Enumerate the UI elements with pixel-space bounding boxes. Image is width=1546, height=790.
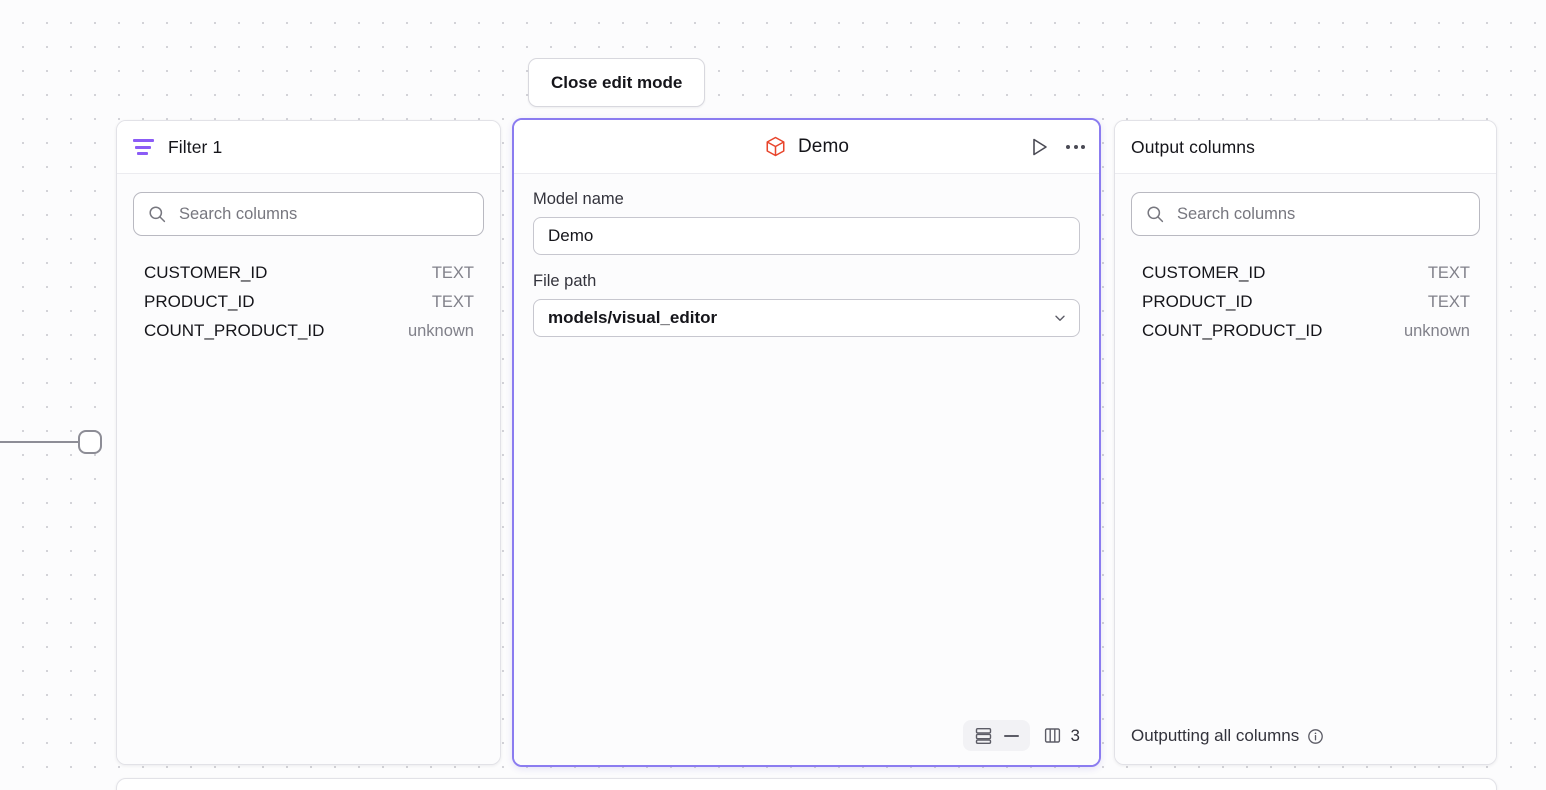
- filter-node-body: CUSTOMER_ID TEXT PRODUCT_ID TEXT COUNT_P…: [117, 174, 500, 764]
- divider: [1115, 173, 1496, 174]
- filter-column-list: CUSTOMER_ID TEXT PRODUCT_ID TEXT COUNT_P…: [133, 258, 484, 345]
- divider: [514, 173, 1099, 174]
- demo-model-node[interactable]: Demo Model name File path models/visual_…: [512, 118, 1101, 767]
- info-icon[interactable]: [1307, 728, 1324, 745]
- file-path-select[interactable]: models/visual_editor: [533, 299, 1080, 337]
- list-item[interactable]: CUSTOMER_ID TEXT: [133, 258, 484, 287]
- model-name-label: Model name: [533, 190, 624, 208]
- columns-count: 3: [1070, 725, 1080, 745]
- output-node-title: Output columns: [1131, 136, 1255, 157]
- output-column-list: CUSTOMER_ID TEXT PRODUCT_ID TEXT COUNT_P…: [1131, 258, 1480, 345]
- filter-search-wrap: [133, 192, 484, 236]
- model-name-input[interactable]: [533, 217, 1080, 255]
- rows-icon[interactable]: [974, 726, 993, 745]
- rows-value-minus-icon: [1003, 734, 1019, 737]
- play-icon[interactable]: [1028, 136, 1050, 158]
- column-name: COUNT_PRODUCT_ID: [144, 320, 325, 340]
- close-edit-mode-label: Close edit mode: [551, 72, 683, 92]
- file-path-select-wrap: models/visual_editor: [533, 299, 1080, 337]
- flow-edge: [0, 441, 82, 443]
- column-type: TEXT: [431, 263, 474, 282]
- columns-icon[interactable]: [1043, 726, 1062, 745]
- output-footer-label: Outputting all columns: [1131, 726, 1300, 745]
- list-item[interactable]: PRODUCT_ID TEXT: [133, 287, 484, 316]
- file-path-label: File path: [533, 272, 597, 290]
- list-item[interactable]: COUNT_PRODUCT_ID unknown: [1131, 316, 1480, 345]
- bottom-node-partial[interactable]: [116, 778, 1497, 790]
- filter-icon: [133, 139, 155, 155]
- filter-node-title: Filter 1: [168, 136, 223, 157]
- filter-search-input[interactable]: [133, 192, 484, 236]
- filter-node-header: Filter 1: [117, 121, 500, 173]
- column-type: TEXT: [1427, 292, 1470, 311]
- columns-toolbar: 3: [1043, 726, 1080, 746]
- output-node-footer: Outputting all columns: [1115, 726, 1496, 764]
- demo-node-actions: [1028, 136, 1085, 158]
- column-name: PRODUCT_ID: [144, 291, 255, 311]
- demo-node-footer: 3: [514, 720, 1099, 765]
- flow-edge-handle[interactable]: [78, 430, 102, 454]
- output-columns-node[interactable]: Output columns CUSTOMER_ID TEXT PRODUCT_…: [1114, 120, 1497, 765]
- demo-node-header: Demo: [514, 120, 1099, 173]
- filter-node[interactable]: Filter 1 CUSTOMER_ID TEXT PRODUCT_ID TEX…: [116, 120, 501, 765]
- file-path-value: models/visual_editor: [548, 308, 718, 327]
- ellipsis-icon[interactable]: [1066, 141, 1085, 153]
- column-name: COUNT_PRODUCT_ID: [1142, 320, 1323, 340]
- list-item[interactable]: CUSTOMER_ID TEXT: [1131, 258, 1480, 287]
- column-name: CUSTOMER_ID: [1142, 262, 1266, 282]
- column-type: unknown: [407, 321, 474, 340]
- column-name: PRODUCT_ID: [1142, 291, 1253, 311]
- cube-icon: [766, 136, 785, 157]
- close-edit-mode-button[interactable]: Close edit mode: [528, 58, 706, 107]
- column-type: TEXT: [1427, 263, 1470, 282]
- list-item[interactable]: PRODUCT_ID TEXT: [1131, 287, 1480, 316]
- column-type: TEXT: [431, 292, 474, 311]
- column-type: unknown: [1403, 321, 1470, 340]
- output-node-header: Output columns: [1115, 121, 1496, 173]
- output-search-input[interactable]: [1131, 192, 1480, 236]
- output-node-body: CUSTOMER_ID TEXT PRODUCT_ID TEXT COUNT_P…: [1115, 174, 1496, 726]
- rows-toolbar: [962, 720, 1030, 751]
- output-search-wrap: [1131, 192, 1480, 236]
- divider: [117, 173, 500, 174]
- demo-node-body: Model name File path models/visual_edito…: [514, 174, 1099, 720]
- demo-node-title: Demo: [797, 135, 850, 157]
- list-item[interactable]: COUNT_PRODUCT_ID unknown: [133, 316, 484, 345]
- column-name: CUSTOMER_ID: [144, 262, 268, 282]
